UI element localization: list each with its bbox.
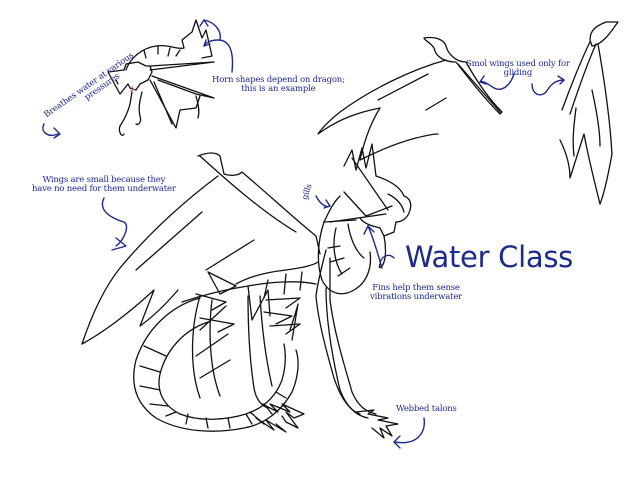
talons-arrow [393, 417, 425, 444]
glide-wing-right [559, 21, 619, 205]
fins-note-line1: Fins help them sense [372, 283, 460, 293]
smol-wings-note-line2: gliding [503, 68, 533, 78]
wings-small-note: Wings are small because they have no nee… [32, 176, 176, 194]
wings-small-note-line1: Wings are small because they [42, 175, 166, 185]
talons-note: Webbed talons [396, 404, 457, 414]
horns-note-line2: this is an example [241, 84, 316, 94]
fins-note: Fins help them sense vibrations underwat… [370, 284, 462, 302]
glide-wing-left [317, 36, 503, 161]
smol-wing-arrow-right [531, 79, 565, 96]
head-sketch [107, 19, 215, 136]
horns-note-line1: Horn shapes depend on dragon; [212, 75, 345, 85]
main-wing [81, 152, 321, 345]
fins-note-line2: vibrations underwater [370, 292, 463, 302]
gills-arrow [315, 195, 331, 208]
breathes-arrow [42, 123, 59, 136]
smol-wings-note: Smol wings used only for gliding [466, 60, 570, 78]
main-body [133, 143, 412, 439]
smol-wing-arrow-left [479, 73, 515, 90]
wings-small-note-line2: have no need for them underwater [32, 184, 176, 194]
annotation-arrows [42, 19, 565, 449]
smol-wings-note-line1: Smol wings used only for [466, 59, 570, 69]
horn-arrow [203, 39, 234, 73]
horns-note: Horn shapes depend on dragon; this is an… [212, 76, 345, 94]
wings-small-arrow [101, 197, 128, 247]
page-title: Water Class [405, 240, 573, 274]
fins-arrow [367, 225, 383, 269]
